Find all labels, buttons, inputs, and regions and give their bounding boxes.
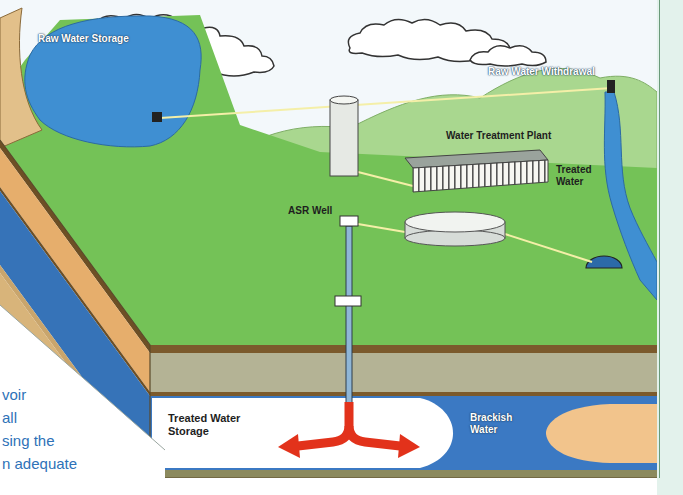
text-fragment: all (2, 409, 17, 426)
front-soil (150, 353, 657, 392)
native-water (546, 404, 657, 463)
well-head (340, 216, 358, 226)
label-text: all (2, 409, 17, 426)
page-overlay (0, 305, 165, 495)
label-text: voir (2, 386, 26, 403)
well-label: ASR Well (288, 205, 332, 217)
aquifer (150, 396, 657, 470)
treated-water-bubble (152, 398, 453, 468)
water-tower (330, 100, 358, 176)
front-surface (150, 345, 657, 353)
text-fragment: n adequate (2, 455, 77, 472)
tank-top (405, 212, 505, 232)
overlay-edge (0, 305, 165, 450)
bottom-margin (0, 478, 683, 495)
cloud (470, 46, 546, 66)
label-text: Treated Water (556, 164, 606, 187)
front-base (150, 470, 657, 478)
side-panel (657, 0, 683, 495)
well-fitting (335, 296, 361, 306)
label-text: sing the (2, 432, 55, 449)
flow-arrow (349, 426, 400, 446)
text-fragment: sing the (2, 432, 55, 449)
flow-arrow (298, 402, 349, 446)
water-tower-top (330, 96, 358, 104)
front-band (150, 392, 657, 396)
label-text: Raw Water Storage (38, 33, 129, 45)
raw-water-lake (25, 16, 201, 147)
arrowhead (278, 434, 300, 458)
plant-label: Water Treatment Plant (446, 130, 551, 142)
treated-water-pipe (505, 234, 592, 262)
brackish-label: Brackish Water (470, 412, 532, 435)
well-pipe (358, 224, 405, 232)
lake-intake (152, 112, 162, 122)
label-text: Brackish Water (470, 412, 532, 435)
well-casing (346, 226, 352, 406)
withdrawal-intake (607, 80, 615, 93)
intake-label: Raw Water Withdrawal (488, 66, 595, 78)
label-text: Raw Water Withdrawal (488, 66, 595, 78)
treatment-plant (413, 160, 548, 192)
text-fragment: voir (2, 386, 26, 403)
storage-label: Treated Water Storage (168, 412, 260, 437)
label-text: Water Treatment Plant (446, 130, 551, 142)
panel-rule (659, 0, 660, 478)
raw-water-pipe (160, 88, 612, 118)
tank-pipe (358, 172, 413, 186)
arrowhead (398, 434, 420, 458)
river (604, 92, 657, 300)
label-text: Treated Water Storage (168, 412, 260, 437)
label-text: n adequate (2, 455, 77, 472)
treated-water-label: Treated Water (556, 164, 606, 187)
lake-label: Raw Water Storage (38, 33, 129, 45)
label-text: ASR Well (288, 205, 332, 217)
